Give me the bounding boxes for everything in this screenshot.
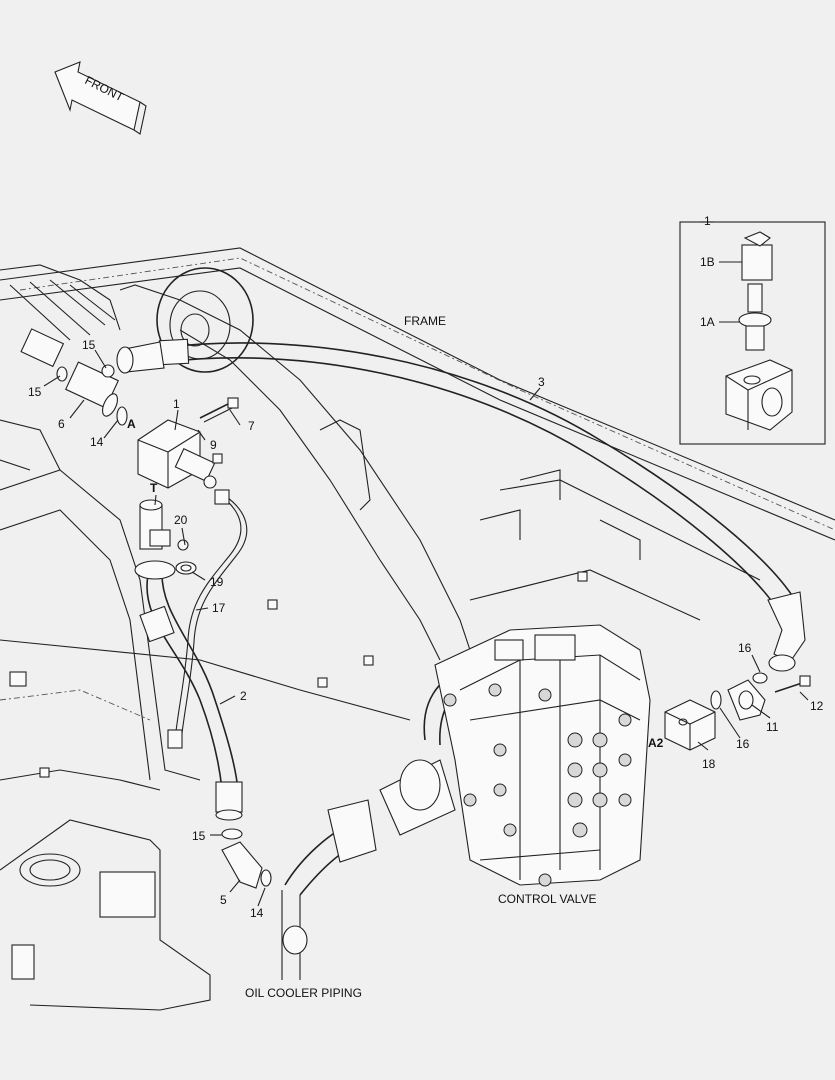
- frame-structure: [0, 247, 835, 791]
- hose-3: [116, 338, 806, 672]
- bolt-7: [199, 397, 239, 423]
- callout-17: 17: [212, 601, 226, 615]
- callout-15-left: 15: [28, 385, 42, 399]
- callout-14-lower: 14: [250, 906, 264, 920]
- inset-label-1b: 1B: [700, 255, 715, 269]
- callout-16-upper: 16: [738, 641, 752, 655]
- callout-14-upper: 14: [90, 435, 104, 449]
- callout-20: 20: [174, 513, 188, 527]
- tee-fitting: [139, 499, 171, 550]
- callout-3: 3: [538, 375, 545, 389]
- inset-panel: [679, 221, 826, 445]
- fitting-6: [20, 328, 128, 426]
- callout-12: 12: [810, 699, 824, 713]
- callout-9: 9: [210, 438, 217, 452]
- leader-lines: [43, 221, 809, 907]
- callout-7: 7: [248, 419, 255, 433]
- track-frame: [0, 264, 121, 471]
- view-marker-a: A: [127, 417, 136, 431]
- control-valve: [434, 624, 651, 887]
- callout-16-lower: 16: [736, 737, 750, 751]
- harness-17: [167, 489, 248, 749]
- callout-19: 19: [210, 575, 224, 589]
- hose-2: [134, 560, 243, 821]
- callout-15-upper: 15: [82, 338, 96, 352]
- sensor-block-1: [137, 419, 217, 489]
- callout-2: 2: [240, 689, 247, 703]
- front-arrow-icon: [54, 61, 147, 135]
- oil-cooler-caption: OIL COOLER PIPING: [245, 986, 362, 1000]
- callout-6: 6: [58, 417, 65, 431]
- oil-cooler-pipe: [281, 669, 471, 980]
- callout-11: 11: [766, 720, 779, 734]
- callout-5: 5: [220, 893, 227, 907]
- diagram-labels: FRAME CONTROL VALVE OIL COOLER PIPING A …: [28, 214, 824, 1000]
- frame-caption: FRAME: [404, 314, 446, 328]
- callout-15-lower: 15: [192, 829, 206, 843]
- inset-label-1a: 1A: [700, 315, 715, 329]
- flange-parts: [664, 672, 811, 751]
- elbow-5: [221, 828, 272, 889]
- clamp-19: [175, 539, 197, 575]
- control-valve-caption: CONTROL VALVE: [498, 892, 596, 906]
- small-fasteners: [9, 453, 588, 778]
- callout-1: 1: [173, 397, 180, 411]
- callout-18: 18: [702, 757, 716, 771]
- view-marker-a2: A2: [648, 736, 664, 750]
- inset-title: 1: [704, 214, 711, 228]
- view-marker-t: T: [150, 481, 158, 495]
- lower-frame-block: [0, 819, 211, 1011]
